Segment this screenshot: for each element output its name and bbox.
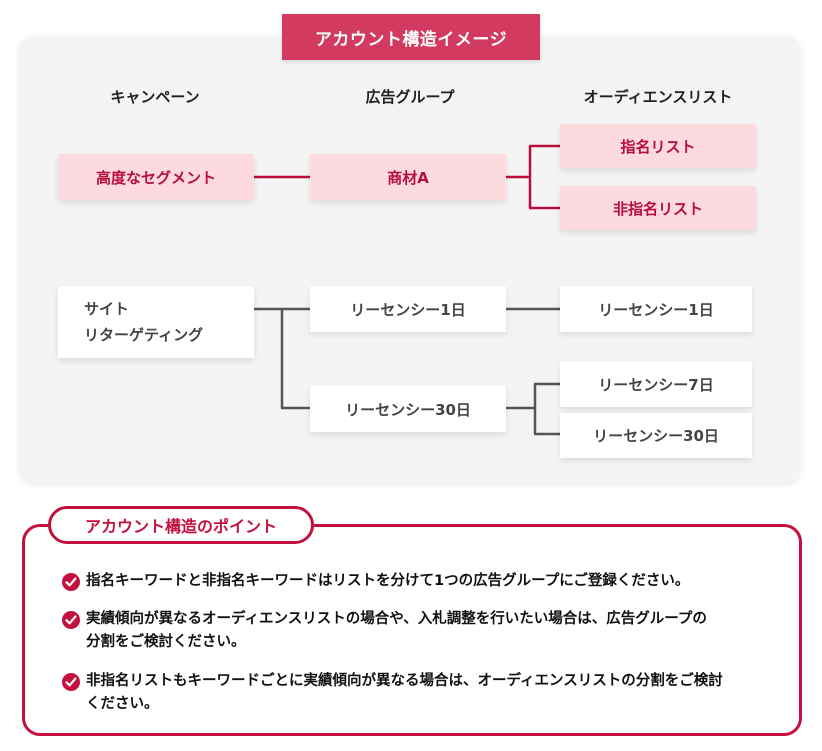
- audience-node-named-list: 指名リスト: [560, 124, 756, 168]
- check-circle-icon: [62, 611, 80, 629]
- column-header-audience-list: オーディエンスリスト: [583, 88, 733, 106]
- adgroup-node-recency-30d: リーセンシー30日: [310, 386, 506, 432]
- points-box: [22, 524, 802, 736]
- point-text: 指名キーワードと非指名キーワードはリストを分けて1つの広告グループにご登録くださ…: [86, 570, 689, 593]
- adgroup-node-recency-1d: リーセンシー1日: [310, 286, 506, 332]
- point-item: 非指名リストもキーワードごとに実績傾向が異なる場合は、オーディエンスリストの分割…: [62, 670, 782, 716]
- points-title: アカウント構造のポイント: [48, 506, 314, 544]
- point-item: 指名キーワードと非指名キーワードはリストを分けて1つの広告グループにご登録くださ…: [62, 570, 782, 593]
- point-text-line1: 実績傾向が異なるオーディエンスリストの場合や、入札調整を行いたい場合は、広告グル…: [86, 611, 707, 627]
- audience-node-nonnamed-list: 非指名リスト: [560, 186, 756, 230]
- point-text-line2: 分割をご検討ください。: [86, 634, 246, 650]
- column-header-campaign: キャンペーン: [110, 88, 200, 106]
- check-circle-icon: [62, 573, 80, 591]
- point-item: 実績傾向が異なるオーディエンスリストの場合や、入札調整を行いたい場合は、広告グル…: [62, 608, 782, 654]
- campaign-label-line2: リターゲティング: [84, 326, 204, 344]
- point-text-line2: ください。: [86, 696, 159, 712]
- check-circle-icon: [62, 673, 80, 691]
- point-text: 実績傾向が異なるオーディエンスリストの場合や、入札調整を行いたい場合は、広告グル…: [86, 608, 707, 654]
- adgroup-node-product-a: 商材A: [310, 154, 506, 200]
- point-text: 非指名リストもキーワードごとに実績傾向が異なる場合は、オーディエンスリストの分割…: [86, 670, 723, 716]
- diagram-title: アカウント構造イメージ: [282, 14, 540, 60]
- audience-node-recency-30d: リーセンシー30日: [560, 413, 752, 458]
- campaign-label-line1: サイト: [84, 300, 130, 318]
- point-text-line1: 指名キーワードと非指名キーワードはリストを分けて1つの広告グループにご登録くださ…: [86, 573, 690, 589]
- audience-node-recency-1d: リーセンシー1日: [560, 286, 752, 332]
- column-header-ad-group: 広告グループ: [365, 88, 455, 106]
- point-text-line1: 非指名リストもキーワードごとに実績傾向が異なる場合は、オーディエンスリストの分割…: [86, 673, 723, 689]
- campaign-node-advanced-segment: 高度なセグメント: [58, 154, 254, 200]
- audience-node-recency-7d: リーセンシー7日: [560, 362, 752, 407]
- campaign-node-site-retargeting: サイト リターゲティング: [58, 286, 254, 358]
